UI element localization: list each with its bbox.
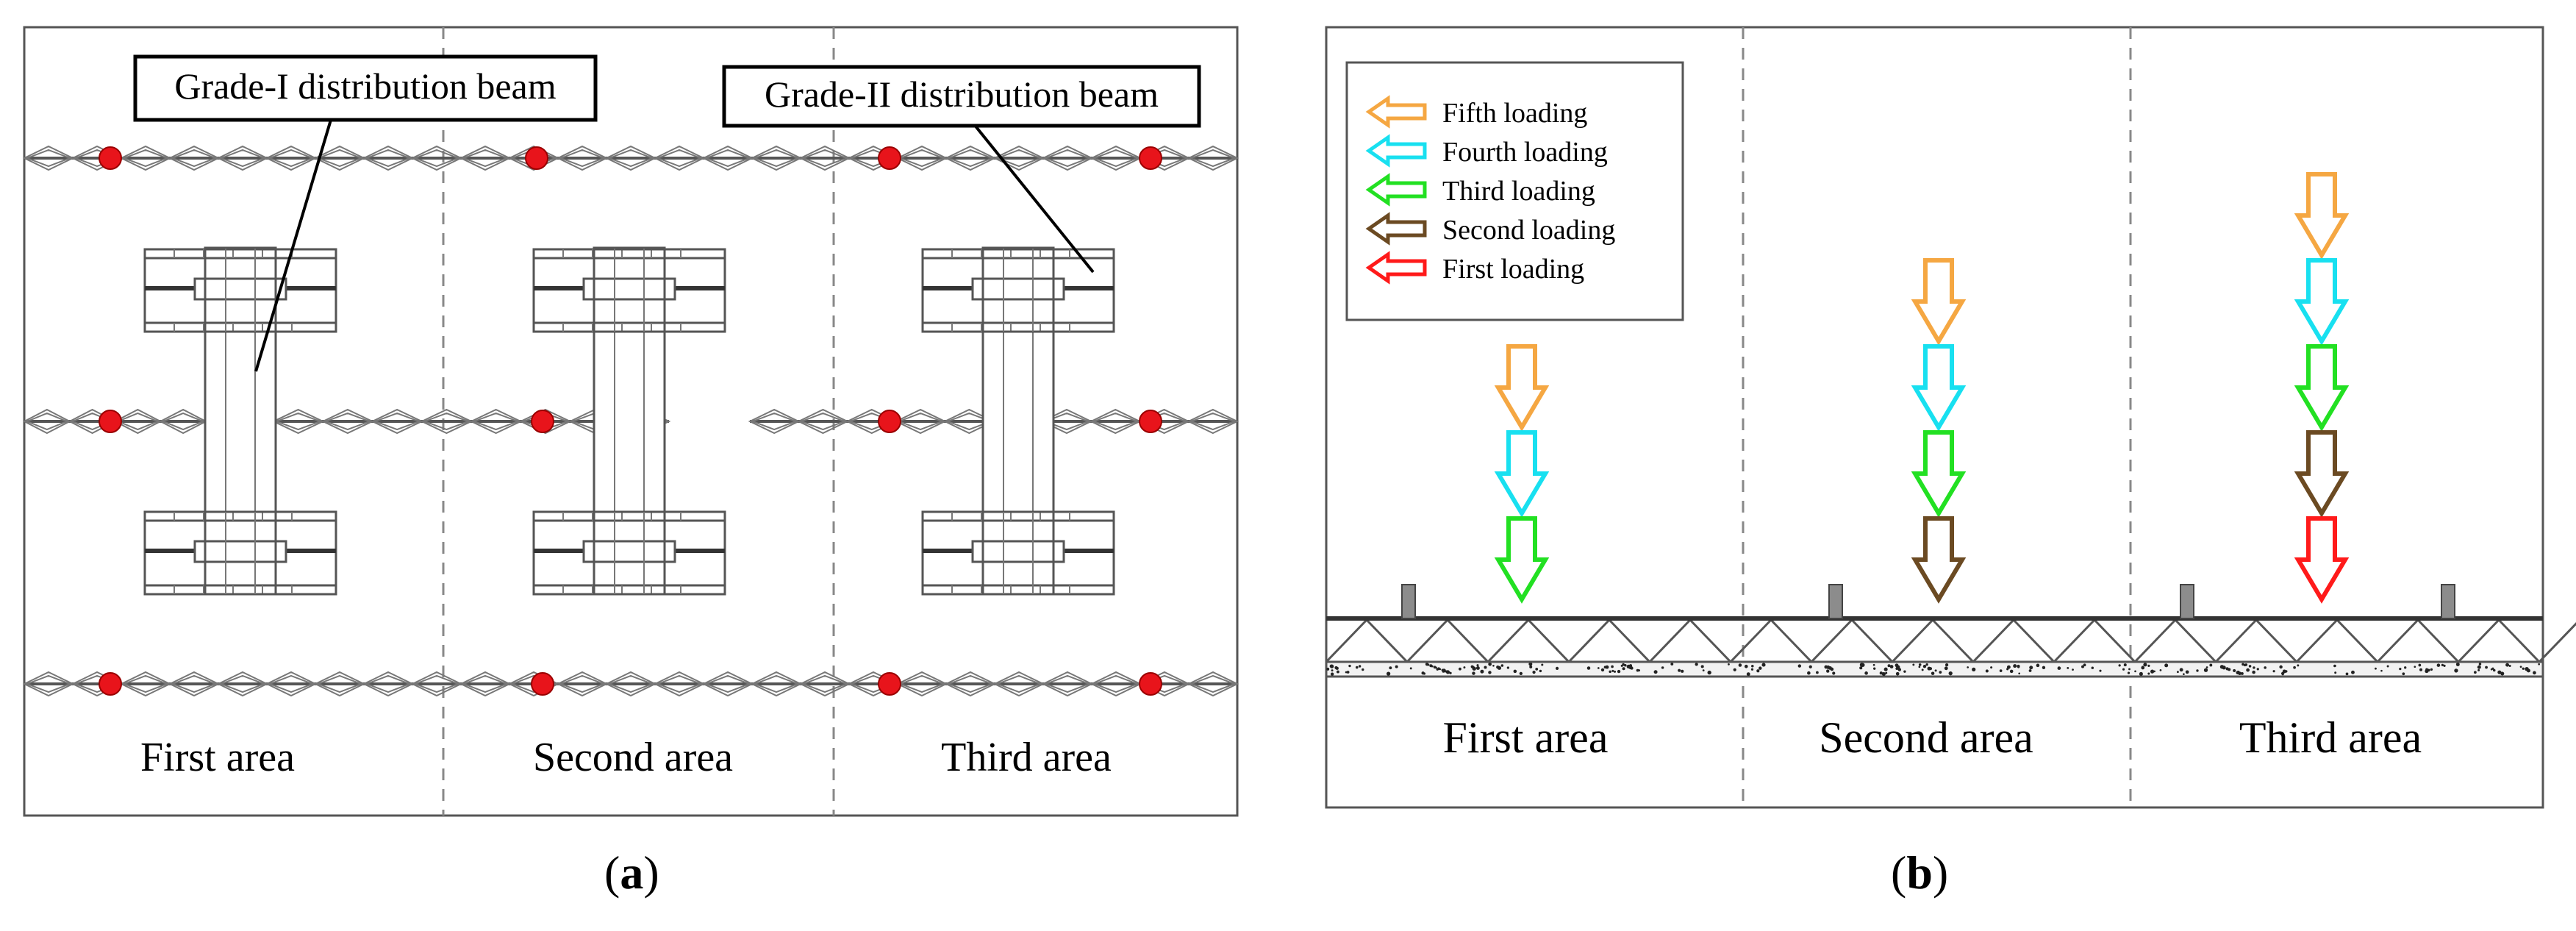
support-node <box>878 146 901 170</box>
support-nodes <box>99 146 1162 696</box>
floor-slab <box>1325 616 2576 678</box>
legend-label: Third loading <box>1442 176 1595 207</box>
callout-label-grade1: Grade-I distribution beam <box>174 65 556 107</box>
support-node <box>99 410 122 433</box>
area-label-third: Third area <box>941 735 1112 780</box>
caption-letter-a: a <box>620 846 644 899</box>
support-post <box>1401 584 1416 619</box>
callout-line-grade2 <box>969 118 1095 274</box>
load-arrow-third-loading <box>1911 430 1967 518</box>
caption-b: (b) <box>1891 846 1949 899</box>
panel-a: Grade-I distribution beam Grade-II distr… <box>22 26 1239 817</box>
area-label-first-b: First area <box>1443 713 1609 762</box>
legend-label: Fifth loading <box>1442 98 1587 129</box>
area-label-third-b: Third area <box>2239 713 2422 762</box>
load-arrow-fourth-loading <box>1494 430 1550 518</box>
support-node <box>99 146 122 170</box>
support-post <box>2441 584 2455 619</box>
beam-assembly-third <box>921 246 1115 596</box>
support-post <box>2180 584 2194 619</box>
distribution-beams <box>143 246 1115 596</box>
legend-arrow-icon <box>1365 173 1427 207</box>
load-arrow-fifth-loading <box>1494 344 1550 432</box>
support-posts <box>1401 584 2455 619</box>
load-arrow-third-loading <box>1494 516 1550 604</box>
area-label-first: First area <box>140 735 295 780</box>
area-label-second-b: Second area <box>1819 713 2033 762</box>
legend-label: First loading <box>1442 254 1584 285</box>
caption-a: (a) <box>604 846 659 899</box>
legend-label: Fourth loading <box>1442 137 1608 168</box>
support-node <box>99 672 122 696</box>
load-arrows <box>1494 172 2350 604</box>
callout-line-grade1 <box>254 119 332 372</box>
support-node <box>525 146 548 170</box>
area-label-second: Second area <box>533 735 733 780</box>
load-arrow-fourth-loading <box>2294 258 2350 346</box>
load-arrow-fifth-loading <box>2294 172 2350 260</box>
load-arrow-second-loading <box>1911 516 1967 604</box>
callout-box-grade1 <box>133 54 598 122</box>
concrete-layer <box>1325 660 2544 678</box>
callout-label-grade2: Grade-II distribution beam <box>765 74 1159 115</box>
load-arrow-first-loading <box>2294 516 2350 604</box>
legend-arrow-icon <box>1365 212 1427 246</box>
support-node <box>531 672 554 696</box>
truss-rows <box>22 145 1239 697</box>
legend-arrow-icon <box>1365 251 1427 285</box>
load-arrow-third-loading <box>2294 344 2350 432</box>
support-node <box>1139 672 1162 696</box>
beam-assembly-first <box>143 246 337 596</box>
legend-label: Second loading <box>1442 215 1615 246</box>
callout-box-grade2 <box>722 65 1201 128</box>
caption-letter-b: b <box>1906 846 1933 899</box>
beam-assembly-second <box>532 246 726 596</box>
support-node <box>1139 146 1162 170</box>
load-arrow-second-loading <box>2294 430 2350 518</box>
support-node <box>878 672 901 696</box>
load-arrow-fifth-loading <box>1911 258 1967 346</box>
aggregate-dots <box>1326 662 2540 677</box>
support-post <box>1828 584 1843 619</box>
load-arrow-fourth-loading <box>1911 344 1967 432</box>
legend-arrow-icon <box>1365 134 1427 168</box>
support-node <box>531 410 554 433</box>
support-node <box>1139 410 1162 433</box>
support-node <box>878 410 901 433</box>
legend-arrow-icon <box>1365 95 1427 129</box>
